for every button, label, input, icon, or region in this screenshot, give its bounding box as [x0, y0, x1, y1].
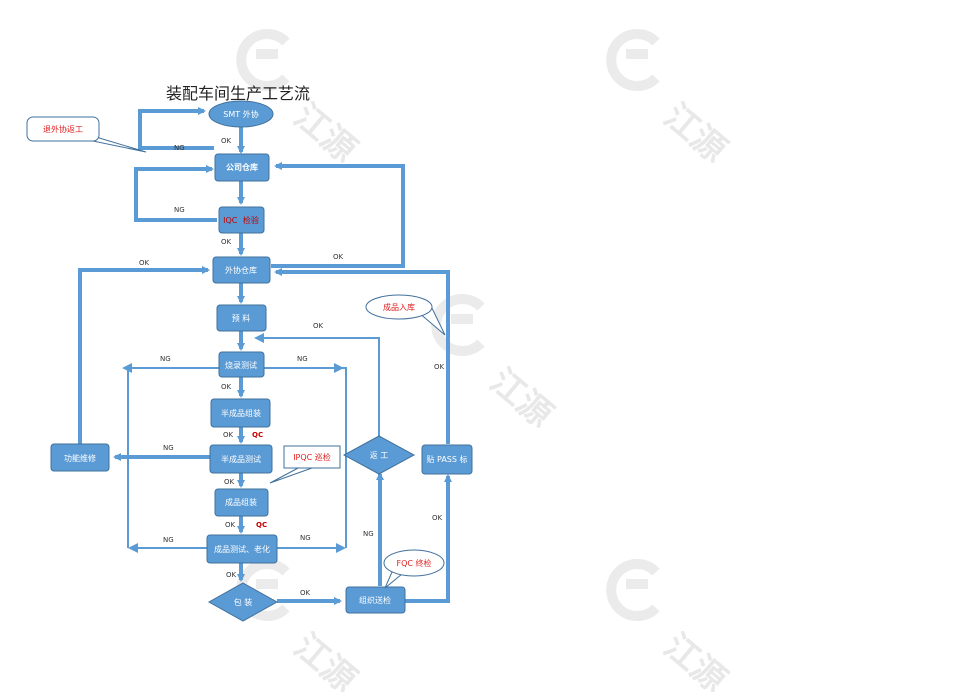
node-product-test-label: 成品测试、老化 [214, 544, 270, 554]
label-ng: NG [160, 355, 171, 363]
connectors-thick [78, 107, 452, 605]
arrow-pass-to-outsource [274, 268, 450, 444]
node-semi-assembly-label: 半成品组装 [221, 408, 261, 418]
label-ok: OK [221, 383, 232, 391]
node-rework[interactable] [342, 435, 416, 475]
node-inspection[interactable] [345, 586, 406, 614]
label-ok: OK [434, 363, 445, 371]
node-burn-test[interactable] [218, 351, 265, 378]
arrow-iqc-ng-loop [134, 165, 217, 222]
page-title: 装配车间生产工艺流 [166, 84, 310, 103]
watermark-logo [606, 559, 660, 621]
node-outsource-warehouse-label: 外协仓库 [225, 265, 257, 275]
connectors-thin [122, 333, 380, 553]
arrow-smt-ng-loop [138, 107, 214, 150]
arrow-repair-to-outsource [78, 266, 210, 444]
node-smt-outsource[interactable] [208, 100, 274, 128]
node-iqc[interactable] [218, 206, 265, 234]
node-burn-test-label: 烧录测试 [225, 360, 257, 370]
node-iqc-label-prefix: IQC [223, 216, 238, 225]
node-packaging-label: 包 装 [234, 597, 253, 607]
label-ok: OK [432, 514, 443, 522]
node-product-assembly[interactable] [214, 488, 269, 517]
label-ng: NG [174, 144, 185, 152]
watermark-logo [236, 29, 290, 91]
label-ok: OK [313, 322, 324, 330]
callout-return-outsource: 退外协返工 [26, 116, 147, 153]
node-semi-assembly[interactable] [210, 398, 271, 428]
node-semi-test[interactable] [209, 444, 273, 474]
label-ng: NG [363, 530, 374, 538]
label-qc: QC [256, 521, 267, 529]
watermark-text: 江源 [482, 361, 560, 435]
node-product-assembly-label: 成品组装 [225, 497, 257, 507]
callout-return-outsource-text: 退外协返工 [43, 124, 83, 134]
watermark-logo [431, 294, 485, 356]
node-pass-label-text: 贴 PASS 标 [426, 454, 467, 464]
node-company-warehouse[interactable] [214, 153, 270, 182]
watermark-text: 江源 [656, 96, 734, 170]
arrow-inspection-to-pass [405, 474, 452, 603]
label-ng: NG [300, 534, 311, 542]
watermark-text: 江源 [656, 626, 734, 692]
node-rework-label: 返 工 [370, 451, 389, 460]
node-repair[interactable] [50, 443, 110, 472]
label-ok: OK [333, 253, 344, 261]
label-ng: NG [163, 444, 174, 452]
node-iqc-label-suffix: 检验 [243, 215, 259, 225]
node-semi-test-label: 半成品测试 [221, 454, 261, 464]
label-ok: OK [221, 137, 232, 145]
label-ok: OK [223, 431, 234, 439]
node-packaging[interactable] [207, 582, 279, 622]
node-material-prep-label: 预 料 [232, 313, 251, 323]
callouts-layer: 退外协返工 成品入库 IPQC 巡检 FQC 终检 [26, 116, 446, 589]
label-ok: OK [300, 589, 311, 597]
watermark-logo [606, 29, 660, 91]
arrow-outsource-ok-loop [271, 162, 405, 268]
node-product-test[interactable] [206, 534, 278, 564]
callout-finished-storage: 成品入库 [365, 294, 446, 336]
label-ng: NG [297, 355, 308, 363]
label-qc: QC [252, 431, 263, 439]
node-inspection-label: 组织送检 [359, 595, 391, 605]
node-company-warehouse-label: 公司仓库 [226, 162, 258, 172]
callout-fqc-text: FQC 终检 [396, 558, 431, 568]
arrow-burn-ng-right [264, 367, 347, 548]
callout-ipqc: IPQC 巡检 [269, 445, 341, 484]
node-material-prep[interactable] [216, 304, 267, 332]
callout-finished-storage-text: 成品入库 [383, 302, 415, 312]
node-pass-label[interactable] [421, 444, 473, 475]
watermark-text: 江源 [286, 96, 364, 170]
label-ok: OK [139, 259, 150, 267]
node-repair-label: 功能维修 [64, 453, 96, 463]
nodes-layer: SMT 外协 公司仓库 IQC 检验 外协仓库 预 料 烧录测试 半成品组装 半… [50, 100, 473, 622]
callout-fqc: FQC 终检 [383, 549, 445, 589]
node-outsource-warehouse[interactable] [212, 256, 271, 284]
label-ok: OK [221, 238, 232, 246]
node-smt-outsource-label: SMT 外协 [223, 109, 258, 119]
label-ok: OK [226, 571, 237, 579]
node-iqc-label: IQC 检验 [223, 215, 259, 225]
edge-labels: OK NG NG OK OK OK OK NG NG OK OK OK QC N… [139, 137, 445, 597]
label-ok: OK [225, 521, 236, 529]
label-ng: NG [163, 536, 174, 544]
callout-ipqc-text: IPQC 巡检 [293, 452, 331, 462]
arrow-rework-ok-loop [254, 333, 380, 436]
label-ok: OK [224, 478, 235, 486]
watermark-text: 江源 [286, 626, 364, 692]
label-ng: NG [174, 206, 185, 214]
